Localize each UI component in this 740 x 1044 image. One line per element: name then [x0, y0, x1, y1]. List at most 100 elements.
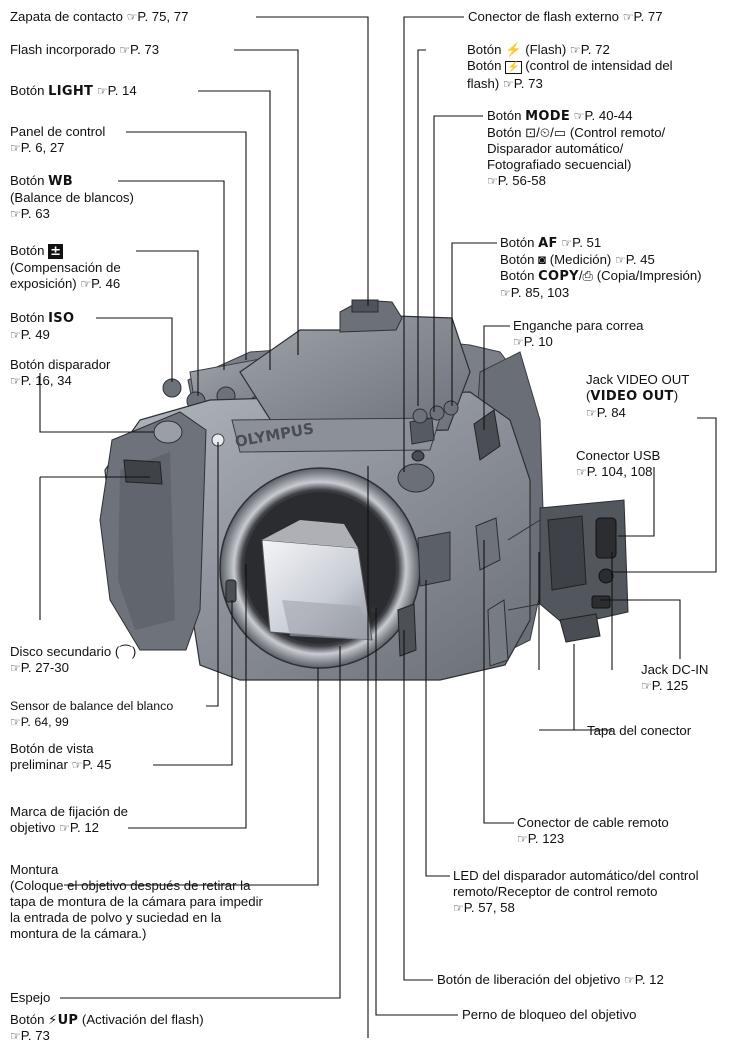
label-panel-de-control: Panel de control ☞P. 6, 27: [10, 124, 105, 156]
label-boton-iso: Botón ISO ☞P. 49: [10, 310, 74, 343]
label-text: remoto/Receptor de control remoto: [453, 884, 658, 899]
page-ref: P. 46: [91, 276, 121, 291]
label-boton-vista-preliminar: Botón de vista preliminar ☞P. 45: [10, 741, 111, 773]
label-text: Botón: [500, 268, 539, 283]
label-text: Botón: [10, 83, 49, 98]
label-text: Botón ◙ (Medición): [500, 252, 615, 267]
reference-icon: ☞: [614, 253, 626, 267]
label-disco-secundario: Disco secundario (⏜) ☞P. 27-30: [10, 644, 136, 676]
label-text: Botón: [10, 310, 49, 325]
label-boton-flash: Botón ⚡ (Flash) ☞P. 72 Botón ⚡ (control …: [467, 42, 673, 92]
label-text: Disco secundario (: [10, 644, 120, 659]
reference-icon: ☞: [10, 715, 21, 729]
label-jack-dc-in: Jack DC-IN ☞P. 125: [641, 662, 708, 694]
label-text: preliminar: [10, 757, 72, 772]
label-text: (control de intensidad del: [521, 58, 673, 73]
label-conector-flash-externo: Conector de flash externo ☞P. 77: [468, 9, 663, 25]
flash-intensity-icon: ⚡: [505, 61, 522, 74]
label-text: Jack DC-IN: [641, 662, 709, 677]
label-boton-af: Botón AF ☞P. 51 Botón ◙ (Medición) ☞P. 4…: [500, 235, 702, 301]
label-perno-bloqueo: Perno de bloqueo del objetivo: [462, 1007, 637, 1023]
label-text: Botón de liberación del objetivo: [437, 972, 624, 987]
reference-icon: ☞: [10, 328, 21, 342]
page-ref: P. 45: [82, 757, 112, 772]
label-text: Enganche para correa: [513, 318, 644, 333]
reference-icon: ☞: [487, 174, 498, 188]
label-text: Botón: [10, 173, 49, 188]
label-text: Marca de fijación de: [10, 804, 129, 819]
label-tapa-conector: Tapa del conector: [587, 723, 691, 739]
label-enganche-correa: Enganche para correa ☞P. 10: [513, 318, 644, 350]
reference-icon: ☞: [586, 406, 597, 420]
label-text: Botón: [467, 58, 506, 73]
dial-icon: ⏜: [119, 644, 132, 659]
page-ref: P. 12: [69, 820, 99, 835]
reference-icon: ☞: [513, 335, 524, 349]
label-text: flash): [467, 76, 503, 91]
button-name: ISO: [48, 311, 75, 326]
label-text: (Flash): [521, 42, 570, 57]
label-text: Disparador automático/: [487, 141, 624, 156]
label-text: Sensor de balance del blanco: [10, 699, 174, 713]
page-ref: P. 85, 103: [510, 285, 570, 300]
reference-icon: ☞: [561, 236, 573, 250]
label-text: (Balance de blancos): [10, 190, 134, 205]
reference-icon: ☞: [126, 10, 138, 24]
button-name: COPY: [538, 269, 579, 284]
page-ref: P. 125: [651, 678, 689, 693]
label-text: (Coloque el objetivo después de retirar …: [10, 878, 251, 893]
page-ref: P. 73: [513, 76, 543, 91]
label-text: Fotografiado secuencial): [487, 157, 632, 172]
button-name: AF: [538, 236, 558, 251]
reference-icon: ☞: [10, 661, 21, 675]
page-ref: P. 12: [634, 972, 664, 987]
label-text: Botón: [467, 42, 506, 57]
exposure-icon: ±: [48, 244, 64, 259]
page-ref: P. 75, 77: [137, 9, 189, 24]
label-text: la entrada de polvo y suciedad en la: [10, 910, 222, 925]
label-boton-light: Botón LIGHT ☞P. 14: [10, 83, 137, 100]
label-text: Botón de vista: [10, 741, 94, 756]
reference-icon: ☞: [71, 758, 83, 772]
reference-icon: ☞: [119, 43, 130, 57]
label-boton-compensacion: Botón ± (Compensación de exposición) ☞P.…: [10, 243, 121, 292]
label-espejo: Espejo: [10, 990, 50, 1006]
label-text: Botón: [500, 235, 539, 250]
label-montura: Montura (Coloque el objetivo después de …: [10, 862, 263, 942]
label-text: Jack VIDEO OUT: [586, 372, 690, 387]
reference-icon: ☞: [569, 43, 581, 57]
reference-icon: ☞: [96, 84, 108, 98]
label-conector-usb: Conector USB ☞P. 104, 108: [576, 448, 660, 480]
page-ref: P. 63: [20, 206, 50, 221]
page-ref: P. 27-30: [20, 660, 69, 675]
label-text: Panel de control: [10, 124, 106, 139]
page-ref: P. 84: [596, 405, 626, 420]
reference-icon: ☞: [573, 109, 585, 123]
label-text: /⎙ (Copia/Impresión): [578, 268, 702, 283]
label-sensor-balance-blanco: Sensor de balance del blanco ☞P. 64, 99: [10, 698, 173, 730]
label-boton-wb: Botón WB (Balance de blancos) ☞P. 63: [10, 173, 134, 222]
reference-icon: ☞: [622, 10, 634, 24]
label-zapata-de-contacto: Zapata de contacto ☞P. 75, 77: [10, 9, 188, 25]
label-boton-disparador: Botón disparador ☞P. 16, 34: [10, 357, 110, 389]
label-flash-incorporado: Flash incorporado ☞P. 73: [10, 42, 159, 58]
page-ref: P. 16, 34: [20, 373, 72, 388]
label-jack-video-out: Jack VIDEO OUT (VIDEO OUT) ☞P. 84: [586, 372, 690, 420]
page-ref: P. 45: [625, 252, 655, 267]
reference-icon: ☞: [80, 277, 92, 291]
label-text: objetivo: [10, 820, 60, 835]
reference-icon: ☞: [10, 374, 21, 388]
label-text: (Compensación de: [10, 260, 121, 275]
label-text: (Activación del flash): [78, 1012, 204, 1027]
page-ref: P. 72: [580, 42, 610, 57]
button-name: WB: [48, 174, 73, 189]
reference-icon: ☞: [517, 832, 528, 846]
label-boton-liberacion: Botón de liberación del objetivo ☞P. 12: [437, 972, 664, 988]
label-text: Conector de cable remoto: [517, 815, 669, 830]
page-ref: P. 51: [572, 235, 602, 250]
label-marca-fijacion: Marca de fijación de objetivo ☞P. 12: [10, 804, 128, 836]
label-text: Botón disparador: [10, 357, 111, 372]
page-ref: P. 56-58: [497, 173, 546, 188]
button-name: VIDEO OUT: [590, 389, 674, 404]
